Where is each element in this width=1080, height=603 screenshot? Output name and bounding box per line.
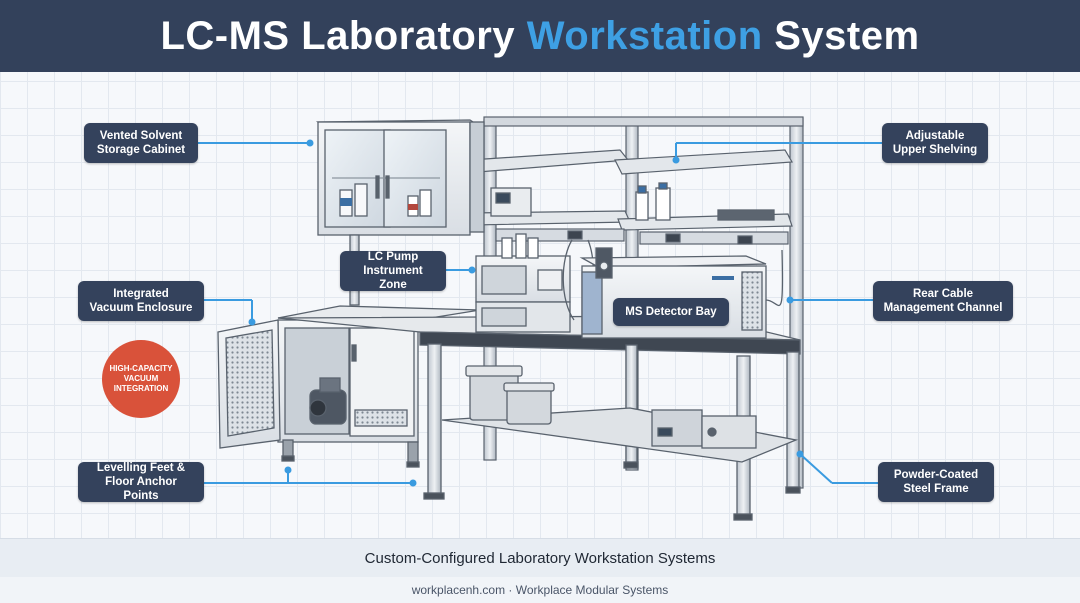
callout-line: LC Pump <box>367 251 419 263</box>
callout-line: Rear Cable <box>912 288 974 300</box>
badge-line: INTEGRATION <box>113 384 169 393</box>
callout-rear-cable-channel: Rear Cable Management Channel <box>873 281 1013 321</box>
page-title: LC-MS Laboratory Workstation System <box>160 14 919 59</box>
callout-line: Instrument Zone <box>363 265 423 291</box>
footer: workplacenh.com · Workplace Modular Syst… <box>0 577 1080 603</box>
lc-pump-stack-art <box>475 182 775 333</box>
leader-dots <box>248 139 804 487</box>
callout-line: Floor Anchor Points <box>105 476 177 502</box>
callout-line: Adjustable <box>905 130 965 142</box>
callout-line: Vacuum Enclosure <box>89 302 193 314</box>
callout-line: Powder-Coated <box>893 469 979 481</box>
callout-vacuum-enclosure: Integrated Vacuum Enclosure <box>78 281 204 321</box>
vacuum-integration-badge: HIGH-CAPACITY VACUUM INTEGRATION <box>102 340 180 418</box>
vented-solvent-cabinet-art <box>315 119 485 306</box>
workstation-illustration <box>198 116 882 521</box>
callout-ms-detector-bay: MS Detector Bay <box>613 298 729 326</box>
badge-line: HIGH-CAPACITY <box>109 364 173 373</box>
callout-line: Storage Cabinet <box>96 144 186 156</box>
callout-line: MS Detector Bay <box>625 306 717 318</box>
caption-band: Custom-Configured Laboratory Workstation… <box>0 538 1080 578</box>
title-accent-word: Workstation <box>526 13 763 58</box>
callout-levelling-feet: Levelling Feet & Floor Anchor Points <box>78 462 204 502</box>
callout-upper-shelving: Adjustable Upper Shelving <box>882 123 988 163</box>
title-text-start: LC-MS Laboratory <box>160 13 527 58</box>
callout-vented-solvent-cabinet: Vented Solvent Storage Cabinet <box>84 123 198 163</box>
badge-line: VACUUM <box>123 374 159 383</box>
callout-line: Vented Solvent <box>99 130 183 142</box>
callout-line: Upper Shelving <box>892 144 978 156</box>
callout-line: Management Channel <box>883 302 1003 314</box>
caption-text: Custom-Configured Laboratory Workstation… <box>364 549 716 567</box>
footer-text: workplacenh.com · Workplace Modular Syst… <box>411 583 669 597</box>
header-bar: LC-MS Laboratory Workstation System <box>0 0 1080 72</box>
callout-line: Steel Frame <box>903 483 969 495</box>
vacuum-enclosure-art <box>217 305 481 468</box>
callout-lc-pump-zone: LC Pump Instrument Zone <box>340 251 446 291</box>
callout-line: Levelling Feet & <box>96 462 186 474</box>
callout-powder-coated-frame: Powder-Coated Steel Frame <box>878 462 994 502</box>
title-text-end: System <box>762 13 920 58</box>
callout-line: Integrated <box>113 288 169 300</box>
